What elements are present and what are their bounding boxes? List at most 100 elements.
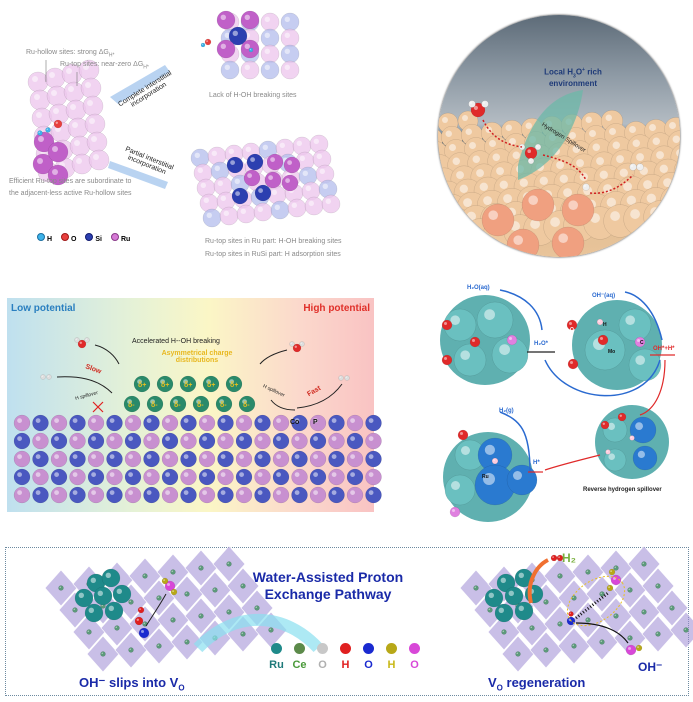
atom-highlight: [325, 198, 331, 204]
atom-highlight: [116, 588, 123, 594]
lattice-atom: [321, 194, 341, 214]
atom-highlight: [350, 472, 355, 477]
ce-atom: [128, 647, 134, 653]
delta-minus: δ-: [151, 402, 158, 409]
atom-highlight: [466, 211, 476, 222]
atom-highlight: [232, 30, 238, 36]
atom-highlight: [79, 341, 83, 344]
atom-highlight: [91, 454, 96, 459]
cop-atom: [106, 432, 123, 450]
atom-highlight: [228, 148, 234, 154]
atom-highlight: [128, 472, 133, 477]
cop-atom: [143, 450, 160, 468]
atom-highlight: [599, 170, 608, 179]
atom-highlight: [217, 180, 223, 186]
atom-highlight: [54, 472, 59, 477]
atom-highlight: [663, 178, 672, 187]
legend-item-o-lattice: O: [314, 643, 331, 671]
bubble-atom: [469, 336, 481, 348]
cop-atom: [365, 432, 382, 450]
ce-atom: [142, 573, 148, 579]
high-potential-label: High potential: [303, 303, 370, 314]
atom-highlight: [492, 153, 500, 161]
atom-highlight: [650, 207, 660, 217]
atom-highlight: [313, 454, 318, 459]
cop-atom: [50, 414, 68, 432]
atom-highlight: [465, 128, 472, 135]
cop-atom: [87, 432, 105, 450]
atom-highlight: [499, 344, 510, 355]
legend-ru-label: Ru: [269, 659, 284, 671]
atom-highlight: [32, 76, 38, 82]
ce-atom: [198, 613, 204, 619]
cop-atom: [198, 414, 216, 432]
atom-highlight: [70, 104, 76, 110]
cop-atom: [272, 432, 290, 450]
cop-atom: [69, 414, 86, 432]
lattice-atom: [260, 60, 280, 80]
atom-highlight: [559, 174, 568, 183]
atom-highlight: [229, 379, 235, 384]
ru-atom: [31, 107, 53, 129]
atom-highlight: [470, 225, 480, 235]
atom-highlight: [127, 399, 132, 404]
atom-highlight: [241, 632, 243, 634]
atom-highlight: [49, 72, 55, 78]
cop-atom: [32, 432, 49, 450]
legend-si-label: Si: [95, 236, 102, 243]
atom-highlight: [264, 64, 270, 71]
h-atom: [170, 588, 178, 596]
atom-highlight: [66, 68, 72, 74]
cop-atom: [143, 432, 160, 450]
atom-highlight: [290, 342, 292, 344]
ce-atom: [557, 621, 563, 627]
atom-highlight: [558, 622, 560, 624]
atom-highlight: [576, 159, 584, 167]
atom-legend: H O Si Ru: [37, 233, 130, 243]
delta-minus: δ-: [220, 402, 227, 409]
title-line-1: Water-Assisted Proton: [252, 569, 404, 585]
atom-highlight: [128, 454, 133, 459]
delta-minus: δ-: [128, 402, 135, 409]
atom-highlight: [183, 472, 189, 477]
cop-atom: [13, 414, 31, 432]
ce-atom: [641, 561, 647, 567]
cop-atom: [180, 468, 197, 486]
atom-highlight: [294, 454, 300, 459]
oh-h-star-label: OH*+H*: [653, 346, 675, 352]
atom-highlight: [525, 122, 532, 129]
atom-highlight: [606, 197, 616, 208]
arrow-partial: [108, 161, 168, 189]
ru-atom: [82, 95, 104, 117]
atom-highlight: [485, 126, 492, 133]
cop-atom: [346, 468, 364, 486]
atom-highlight: [612, 141, 620, 149]
atom-highlight: [276, 490, 281, 495]
rusi-caption-1: Ru-top sites in Ru part: H-OH breaking s…: [205, 238, 342, 245]
atom-highlight: [642, 610, 644, 612]
atom-highlight: [220, 43, 226, 49]
ru-atom: [86, 131, 108, 153]
atom-highlight: [635, 422, 643, 430]
lattice-atom: [287, 198, 307, 218]
atom-highlight: [239, 418, 245, 423]
cop-atom: [50, 432, 68, 450]
left-caption: OH⁻ slips into VO: [79, 675, 185, 693]
atom-highlight: [610, 211, 620, 221]
atom-highlight: [607, 422, 615, 430]
atom-highlight: [220, 195, 226, 201]
atom-highlight: [109, 418, 115, 423]
cop-atom: [272, 486, 290, 504]
atom-highlight: [51, 90, 57, 96]
cop-atom: [198, 450, 216, 468]
atom-highlight: [72, 454, 78, 459]
atom-highlight: [91, 472, 96, 477]
bubble-atom: [444, 474, 476, 506]
atom-highlight: [264, 16, 270, 22]
o-atom: [204, 38, 212, 46]
legend-si: Si: [85, 233, 102, 243]
cop-atom: [365, 450, 382, 468]
cop-atom: [13, 432, 31, 450]
ru-atom: [484, 588, 504, 608]
